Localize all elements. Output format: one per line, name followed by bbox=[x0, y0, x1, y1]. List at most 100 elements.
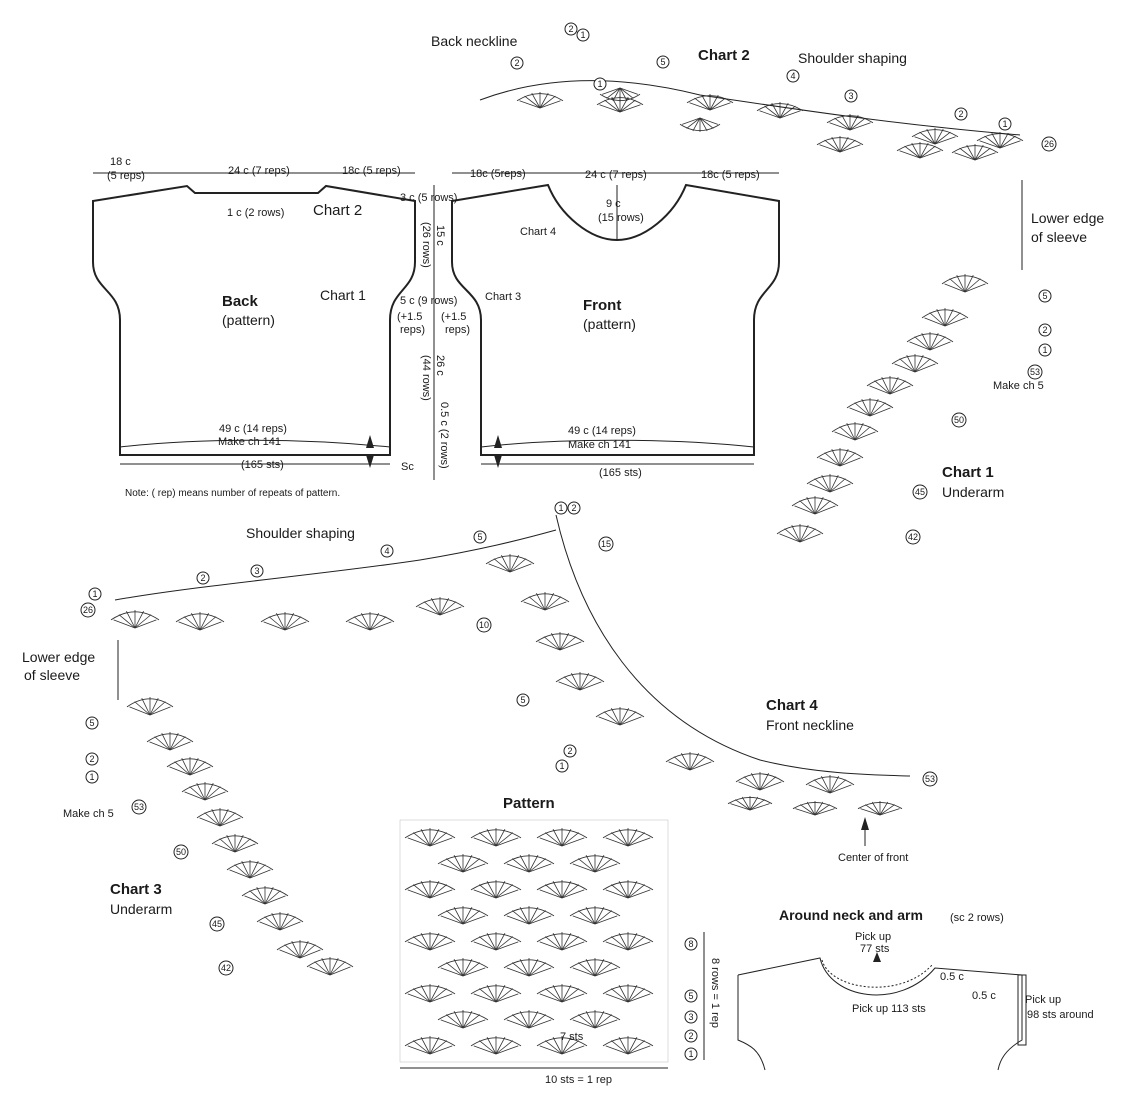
dim-back-49c: 49 c (14 reps) bbox=[219, 423, 287, 435]
shell-stitch bbox=[404, 880, 456, 899]
shell-stitch bbox=[260, 612, 310, 631]
shell-stitch bbox=[806, 474, 854, 493]
row-marker: 5 bbox=[516, 693, 530, 707]
dim-side-44rows-group: (44 rows) bbox=[420, 355, 432, 401]
dim-side-26c-group: 26 c bbox=[434, 355, 446, 376]
dim-back-18c: 18 c bbox=[110, 156, 131, 168]
shell-stitch bbox=[536, 984, 588, 1003]
dim-side-3c: 3 c (5 rows) bbox=[400, 192, 457, 204]
svg-text:1: 1 bbox=[597, 79, 602, 89]
label-make-ch5-left: Make ch 5 bbox=[63, 808, 114, 820]
svg-text:10: 10 bbox=[479, 620, 489, 630]
chart3-left: Lower edge of sleeve Make ch 5 Chart 3 U… bbox=[22, 640, 354, 976]
svg-text:53: 53 bbox=[134, 802, 144, 812]
shell-stitch bbox=[911, 128, 959, 145]
shell-stitch bbox=[602, 828, 654, 847]
svg-text:5: 5 bbox=[688, 991, 693, 1001]
dim-side-44rows: (44 rows) bbox=[420, 355, 432, 401]
shell-stitch bbox=[226, 860, 274, 879]
shell-stitch bbox=[921, 308, 969, 327]
dim-front-18c-b: 18c (5 reps) bbox=[701, 169, 760, 181]
chart3-stitches bbox=[126, 697, 354, 976]
svg-text:42: 42 bbox=[908, 532, 918, 542]
row-marker: 1 bbox=[576, 28, 590, 42]
svg-text:2: 2 bbox=[1042, 325, 1047, 335]
row-marker: 1 bbox=[88, 587, 102, 601]
row-marker: 5 bbox=[1038, 289, 1052, 303]
dim-front-24c: 24 c (7 reps) bbox=[585, 169, 647, 181]
row-marker: 42 bbox=[218, 960, 234, 976]
row-marker: 8 bbox=[684, 937, 698, 951]
label-shoulder-shaping-mid: Shoulder shaping bbox=[246, 525, 355, 541]
row-marker: 26 bbox=[80, 602, 96, 618]
label-chart1-schematic: Chart 1 bbox=[320, 287, 366, 303]
shell-stitch bbox=[175, 612, 225, 631]
shell-stitch bbox=[536, 828, 588, 847]
label-underarm-right: Underarm bbox=[942, 484, 1004, 500]
row-marker: 2 bbox=[563, 744, 577, 758]
label-pattern: Pattern bbox=[503, 795, 555, 812]
svg-text:1: 1 bbox=[688, 1049, 693, 1059]
svg-text:5: 5 bbox=[1042, 291, 1047, 301]
shell-stitch bbox=[805, 775, 855, 794]
shell-stitch bbox=[602, 932, 654, 951]
label-lower-edge-right-1: Lower edge bbox=[1031, 210, 1104, 226]
shell-stitch bbox=[906, 332, 954, 351]
svg-text:5: 5 bbox=[660, 57, 665, 67]
shell-stitch bbox=[857, 801, 903, 816]
row-marker: 1 bbox=[684, 1047, 698, 1061]
svg-text:1: 1 bbox=[558, 503, 563, 513]
svg-text:3: 3 bbox=[254, 566, 259, 576]
svg-text:2: 2 bbox=[571, 503, 576, 513]
svg-text:45: 45 bbox=[212, 919, 222, 929]
row-marker: 2 bbox=[196, 571, 210, 585]
svg-text:53: 53 bbox=[925, 774, 935, 784]
shell-stitch bbox=[470, 828, 522, 847]
svg-text:3: 3 bbox=[848, 91, 853, 101]
label-underarm-left: Underarm bbox=[110, 901, 172, 917]
dim-side-15c: 15 c bbox=[434, 225, 446, 246]
dim-side-reps-l1: (+1.5 bbox=[397, 311, 422, 323]
svg-text:26: 26 bbox=[1044, 139, 1054, 149]
shell-stitch bbox=[276, 940, 324, 959]
shell-stitch bbox=[404, 1036, 456, 1055]
around-neck-arm: Around neck and arm (sc 2 rows) Pick up … bbox=[737, 907, 1094, 1071]
row-marker: 50 bbox=[173, 844, 189, 860]
label-pickup113: Pick up 113 sts bbox=[852, 1003, 926, 1015]
row-marker: 5 bbox=[85, 716, 99, 730]
dim-side-reps-l2: reps) bbox=[400, 324, 425, 336]
shell-stitch bbox=[196, 808, 244, 827]
label-pickup98-2: 98 sts around bbox=[1027, 1009, 1094, 1021]
dim-back-18c-5: 18c (5 reps) bbox=[342, 165, 401, 177]
svg-text:15: 15 bbox=[601, 539, 611, 549]
shell-stitch bbox=[896, 142, 944, 159]
label-lower-edge-left-1: Lower edge bbox=[22, 649, 95, 665]
chart2-edge-line bbox=[479, 80, 1021, 136]
label-shoulder-shaping-top: Shoulder shaping bbox=[798, 50, 907, 66]
svg-text:1: 1 bbox=[1042, 345, 1047, 355]
label-05c-a: 0.5 c bbox=[940, 971, 964, 983]
svg-text:1: 1 bbox=[1002, 119, 1007, 129]
shell-stitch bbox=[437, 958, 489, 977]
dim-back-ch141: Make ch 141 bbox=[218, 436, 281, 448]
row-marker: 3 bbox=[684, 1010, 698, 1024]
svg-text:5: 5 bbox=[477, 532, 482, 542]
shell-stitch bbox=[866, 376, 914, 395]
dim-front-18c-a: 18c (5reps) bbox=[470, 168, 526, 180]
shell-stitch bbox=[437, 854, 489, 873]
svg-text:1: 1 bbox=[580, 30, 585, 40]
shell-stitch bbox=[599, 87, 641, 102]
dim-side-05c: 0.5 c (2 rows) bbox=[438, 402, 450, 469]
shell-stitch bbox=[756, 102, 804, 119]
shell-stitch bbox=[404, 932, 456, 951]
svg-text:5: 5 bbox=[89, 718, 94, 728]
svg-text:45: 45 bbox=[915, 487, 925, 497]
shell-stitch bbox=[503, 906, 555, 925]
row-marker: 3 bbox=[250, 564, 264, 578]
row-marker: 45 bbox=[209, 916, 225, 932]
svg-text:1: 1 bbox=[89, 772, 94, 782]
chart1-right: Lower edge of sleeve Make ch 5 Chart 1 U… bbox=[776, 180, 1104, 545]
row-marker: 2 bbox=[1038, 323, 1052, 337]
row-marker: 50 bbox=[951, 412, 967, 428]
shell-stitch bbox=[535, 632, 585, 651]
